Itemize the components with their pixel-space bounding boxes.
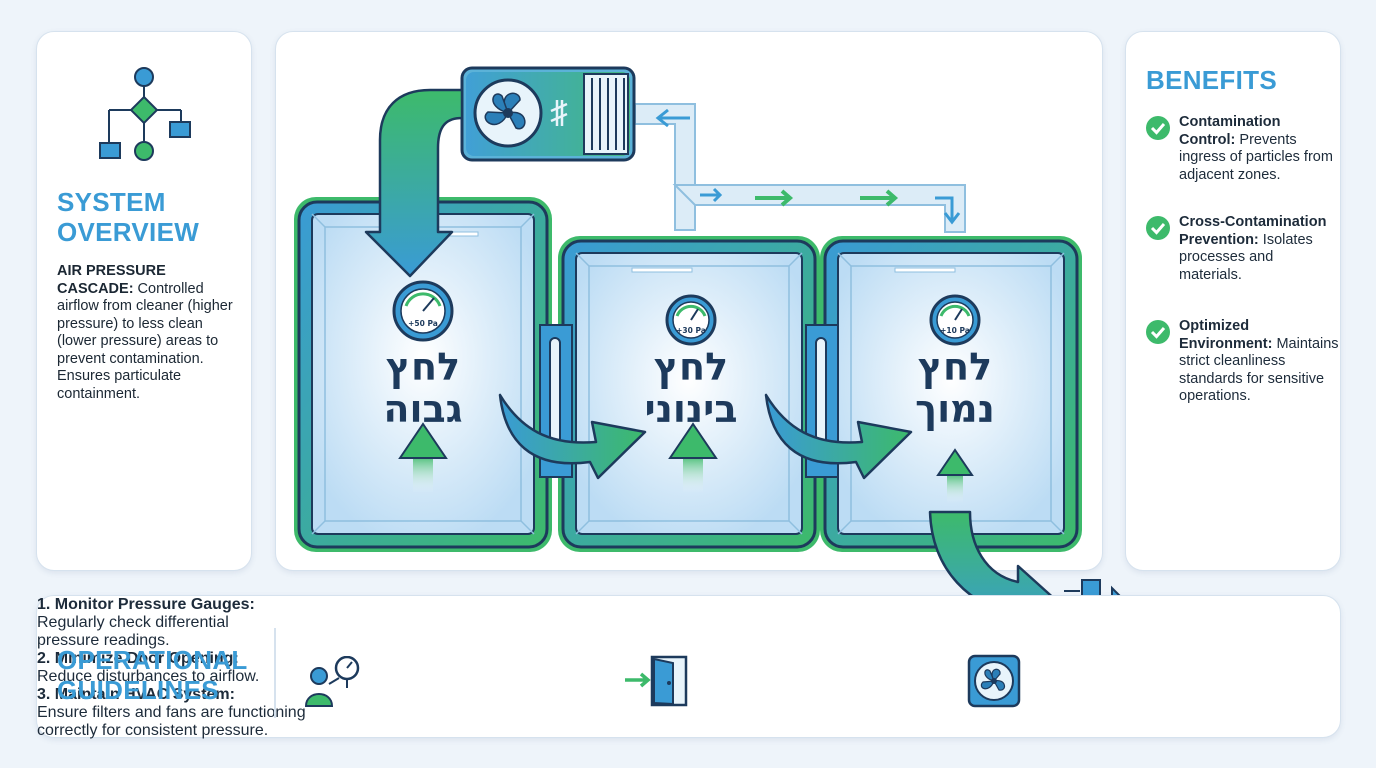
guideline-heading: 2. Minimize Door Opening: [37,650,239,667]
benefits-panel: BENEFITS Contamination Control: Prevents… [1125,31,1341,571]
guideline-description: Regularly check differential pressure re… [37,614,229,649]
pressure-gauge-high: +50 Pa [392,280,454,342]
guideline-text: 2. Minimize Door Opening: Reduce disturb… [37,650,277,686]
overview-text: Controlled airflow from cleaner (higher … [57,280,233,402]
room-low [820,236,1082,552]
room-label-low: לחץ נמוך [875,346,1035,430]
gauge-label-high: +50 Pa [408,319,438,328]
guideline-description: Reduce disturbances to airflow. [37,668,260,685]
room-label-high-line2: גבוה [383,387,463,431]
guideline-text: 1. Monitor Pressure Gauges: Regularly ch… [37,596,277,650]
overview-description: AIR PRESSURE CASCADE: Controlled airflow… [57,263,239,403]
gauge-label-medium: +30 Pa [676,326,706,335]
operational-guidelines-panel: OPERATIONAL GUIDELINES 1. Monitor Pressu… [36,595,1341,740]
check-icon [1146,320,1170,344]
guideline-heading: 1. Monitor Pressure Gauges: [37,596,255,613]
up-arrow-room-high [398,422,448,493]
gauge-label-low: +10 Pa [940,326,970,335]
cascade-arrow-medium-to-low [764,393,913,480]
guidelines-title: OPERATIONAL GUIDELINES [57,645,248,705]
room-label-medium-line1: לחץ [653,345,729,389]
supply-air-arrow [364,88,464,278]
check-icon [1146,216,1170,240]
overview-heading: AIR PRESSURE CASCADE: [57,263,166,297]
guideline-heading: 3. Maintain HVAC System: [37,686,235,703]
benefits-title: BENEFITS [1146,65,1277,95]
divider [274,628,276,718]
check-icon [1146,116,1170,140]
ahu-unit [460,66,636,162]
flowchart-icon [99,67,191,161]
person-gauge-icon [304,656,360,707]
overview-title-line1: SYSTEM [57,187,166,217]
overview-title-line2: OVERVIEW [57,217,200,247]
cascade-arrow-high-to-medium [498,393,647,480]
benefit-heading: Optimized Environment: [1179,318,1273,352]
hvac-fan-icon [967,654,1021,708]
benefit-heading: Cross-Contamination Prevention: [1179,214,1327,248]
room-high [294,197,552,552]
overview-title: SYSTEM OVERVIEW [57,187,199,247]
door-icon [625,655,688,707]
guideline-description: Ensure filters and fans are functioning … [37,704,306,739]
up-arrow-room-medium [668,422,718,493]
room-label-high: לחץ גבוה [343,346,503,430]
pressure-gauge-medium: +30 Pa [665,294,717,346]
benefit-text: Contamination Control: Prevents ingress … [1179,114,1339,184]
room-label-medium-line2: בינוני [644,387,738,431]
benefit-text: Optimized Environment: Maintains strict … [1179,318,1339,406]
return-duct [634,103,966,233]
benefit-text: Cross-Contamination Prevention: Isolates… [1179,214,1339,284]
room-label-high-line1: לחץ [385,345,461,389]
benefit-description: Isolates processes and materials. [1179,231,1313,283]
benefit-heading: Contamination Control: [1179,114,1281,148]
guideline-text: 3. Maintain HVAC System: Ensure filters … [37,686,337,740]
system-overview-panel: SYSTEM OVERVIEW AIR PRESSURE CASCADE: Co… [36,31,252,571]
guidelines-title-line2: GUIDELINES [57,675,219,705]
up-arrow-room-low [936,448,974,503]
pressure-gauge-low: +10 Pa [929,294,981,346]
guidelines-title-line1: OPERATIONAL [57,645,248,675]
benefit-description: Prevents ingress of particles from adjac… [1179,131,1333,183]
room-label-low-line2: נמוך [915,387,995,431]
room-label-medium: לחץ בינוני [611,346,771,430]
benefit-description: Maintains strict cleanliness standards f… [1179,335,1339,405]
room-medium [558,236,820,552]
room-label-low-line1: לחץ [917,345,993,389]
